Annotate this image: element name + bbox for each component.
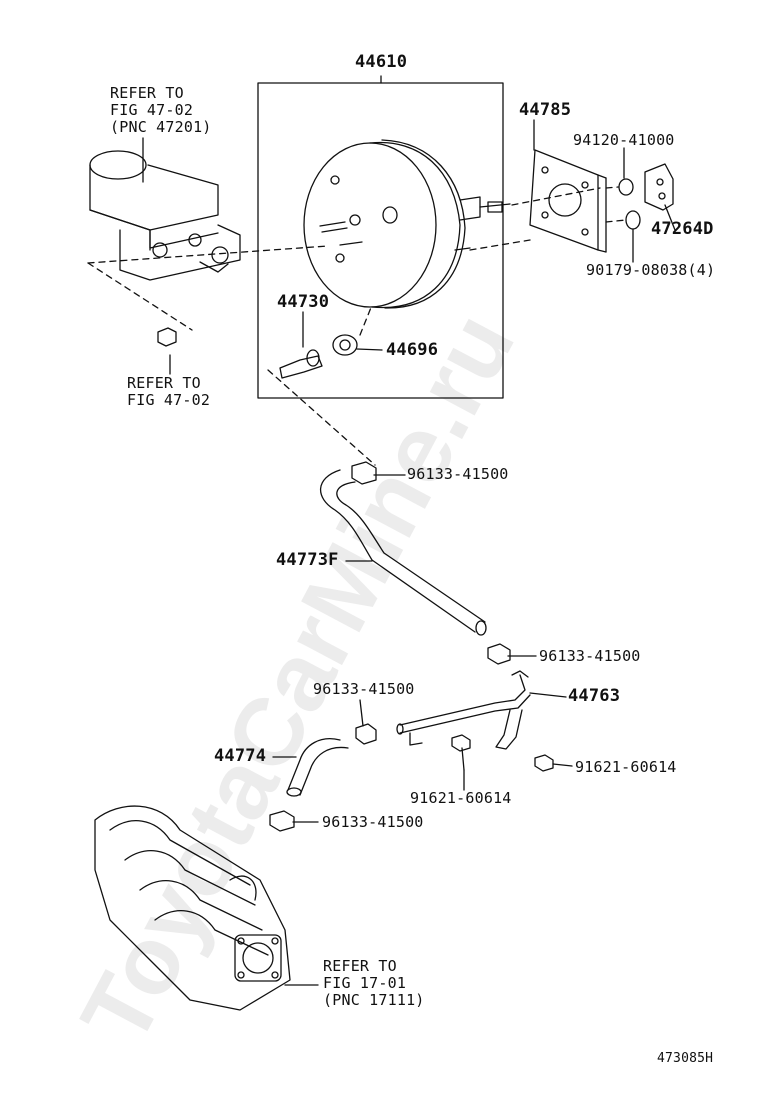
bolts [451,734,573,772]
label-pipe: 44763 [568,686,621,706]
gasket-plate [529,149,607,253]
label-refer-manifold: REFER TO FIG 17-01 (PNC 17111) [323,957,425,1009]
booster-frame [257,75,504,399]
label-clip-2: 96133-41500 [539,647,641,665]
figure-id: 473085H [657,1051,714,1066]
check-valve [279,334,358,379]
label-washer-nut: 90179-08038(4) [586,261,716,279]
label-main-hose: 44773F [276,550,339,570]
short-hose [269,723,377,832]
nut-and-bracket [618,163,674,230]
label-clip-4: 96133-41500 [322,813,424,831]
alignment-lines [87,186,627,466]
label-refer-nut: REFER TO FIG 47-02 [127,374,211,409]
label-check-valve: 44730 [277,292,330,312]
label-bolt-1: 91621-60614 [410,789,512,807]
label-clip-3: 96133-41500 [313,680,415,698]
label-grommet: 44696 [386,340,439,360]
label-nut: 94120-41000 [573,131,675,149]
label-bolt-2: 91621-60614 [575,758,677,776]
label-bracket: 47264D [651,219,714,239]
label-refer-master-cylinder: REFER TO FIG 47-02 (PNC 47201) [110,84,212,136]
label-gasket-plate: 44785 [519,100,572,120]
leader-lines [142,119,676,986]
main-hose [319,461,487,636]
small-nut [157,327,177,347]
master-cylinder [89,150,241,281]
clip-lower-main [487,643,511,665]
brake-booster [303,139,511,309]
label-clip-1: 96133-41500 [407,465,509,483]
label-booster: 44610 [355,52,408,72]
vacuum-pipe [396,670,531,750]
intake-manifold [94,805,291,1011]
label-short-hose: 44774 [214,746,267,766]
